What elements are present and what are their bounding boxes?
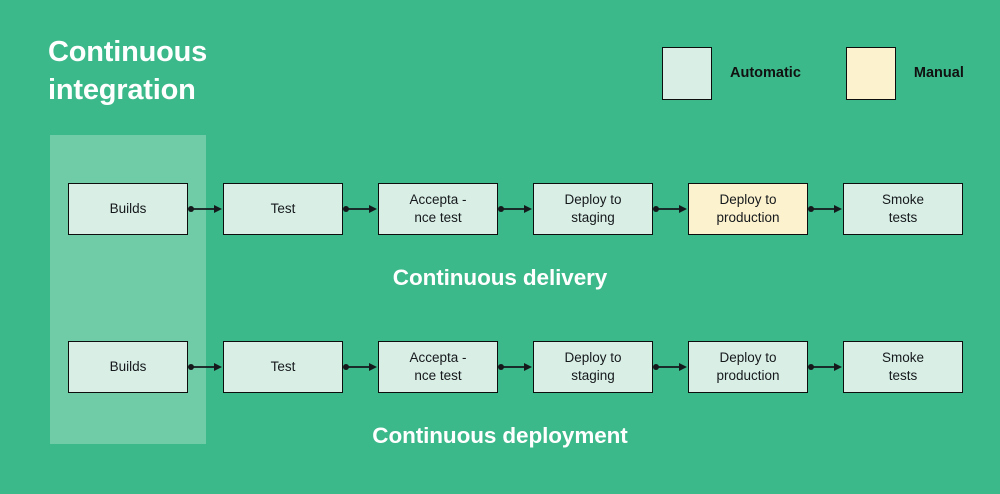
flow-arrow-icon [498, 361, 533, 373]
pipeline-node[interactable]: Test [223, 341, 343, 393]
flow-arrow-icon [343, 203, 378, 215]
pipeline-node[interactable]: Deploy to production [688, 183, 808, 235]
row-caption-continuous-deployment: Continuous deployment [372, 423, 628, 448]
pipeline-row-continuous-deployment: Builds Test Accepta - nce test Deploy to st… [0, 341, 1000, 393]
flow-arrow-icon [498, 203, 533, 215]
pipeline-node[interactable]: Test [223, 183, 343, 235]
legend-label-manual: Manual [913, 65, 964, 81]
legend-label-automatic: Automatic [730, 65, 801, 81]
pipeline-row-continuous-delivery: Builds Test Accepta - nce test Deploy to st… [0, 183, 1000, 235]
legend: Automatic Manual [662, 46, 964, 100]
pipeline-node[interactable]: Accepta - nce test [378, 341, 498, 393]
flow-arrow-icon [188, 361, 223, 373]
pipeline-node[interactable]: Smoke tests [843, 183, 963, 235]
legend-item-automatic: Automatic [662, 46, 801, 100]
flow-arrow-icon [188, 203, 223, 215]
pipeline-node[interactable]: Accepta - nce test [378, 183, 498, 235]
page-title: Continuous integration [48, 36, 208, 107]
pipeline-node[interactable]: Deploy to staging [533, 183, 653, 235]
pipeline-node[interactable]: Deploy to production [688, 341, 808, 393]
automatic-swatch-icon [662, 46, 712, 100]
row-caption-continuous-delivery: Continuous delivery [392, 265, 608, 290]
pipeline-node[interactable]: Builds [68, 183, 188, 235]
flow-arrow-icon [343, 361, 378, 373]
pipeline-node[interactable]: Deploy to staging [533, 341, 653, 393]
flow-arrow-icon [808, 361, 843, 373]
flow-arrow-icon [653, 361, 688, 373]
legend-item-manual: Manual [845, 46, 964, 100]
manual-swatch-icon [845, 46, 896, 100]
flow-arrow-icon [653, 203, 688, 215]
pipeline-node[interactable]: Builds [68, 341, 188, 393]
pipeline-node[interactable]: Smoke tests [843, 341, 963, 393]
flow-arrow-icon [808, 203, 843, 215]
